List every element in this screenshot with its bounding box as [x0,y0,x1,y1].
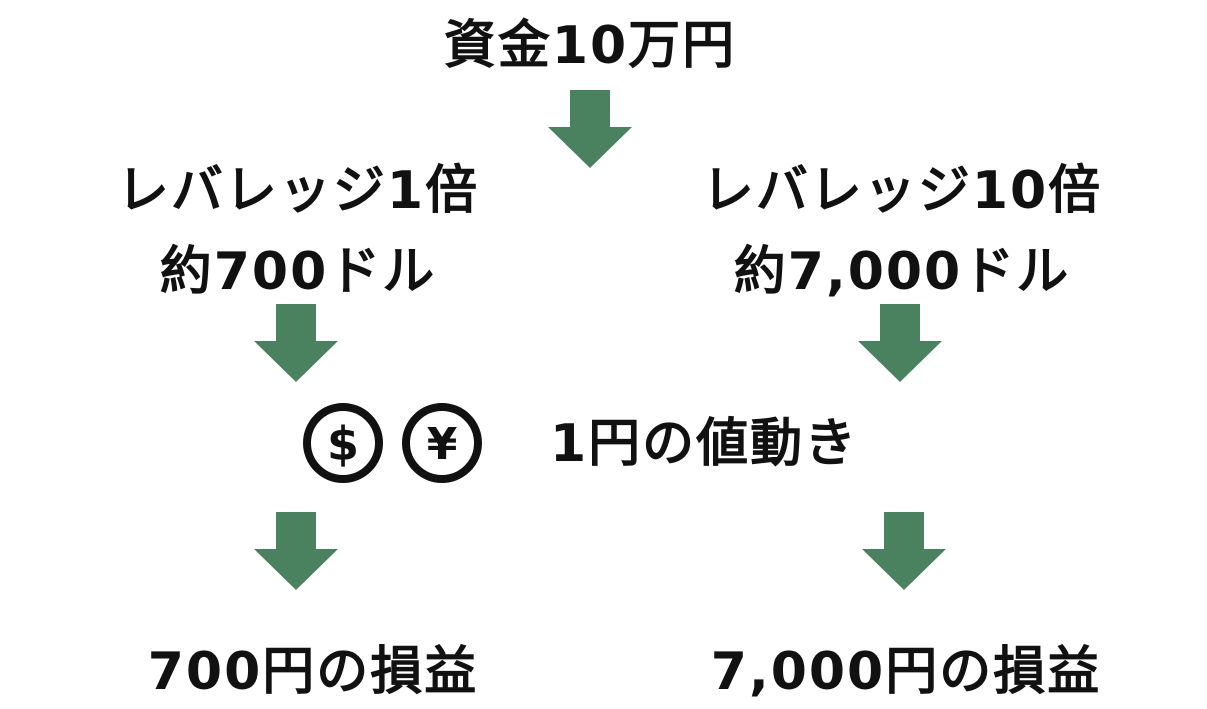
arrow-down-icon [548,90,632,168]
yen-coin-icon: ¥ [401,402,483,484]
arrow-down-icon [254,512,338,590]
arrow-down-icon [254,304,338,382]
capital-label: 資金10万円 [443,16,737,76]
right-amount-label: 約7,000ドル [733,242,1071,302]
left-amount-label: 約700ドル [159,242,437,302]
left-leverage-label: レバレッジ1倍 [116,161,480,221]
arrow-down-icon [862,512,946,590]
right-leverage-label: レバレッジ10倍 [701,161,1103,221]
price-movement-label: 1円の値動き [550,414,859,474]
dollar-coin-icon: $ [302,402,384,484]
svg-text:¥: ¥ [427,419,458,470]
arrow-down-icon [858,304,942,382]
svg-text:$: $ [327,417,359,471]
right-result-label: 7,000円の損益 [710,642,1102,702]
left-result-label: 700円の損益 [147,642,479,702]
